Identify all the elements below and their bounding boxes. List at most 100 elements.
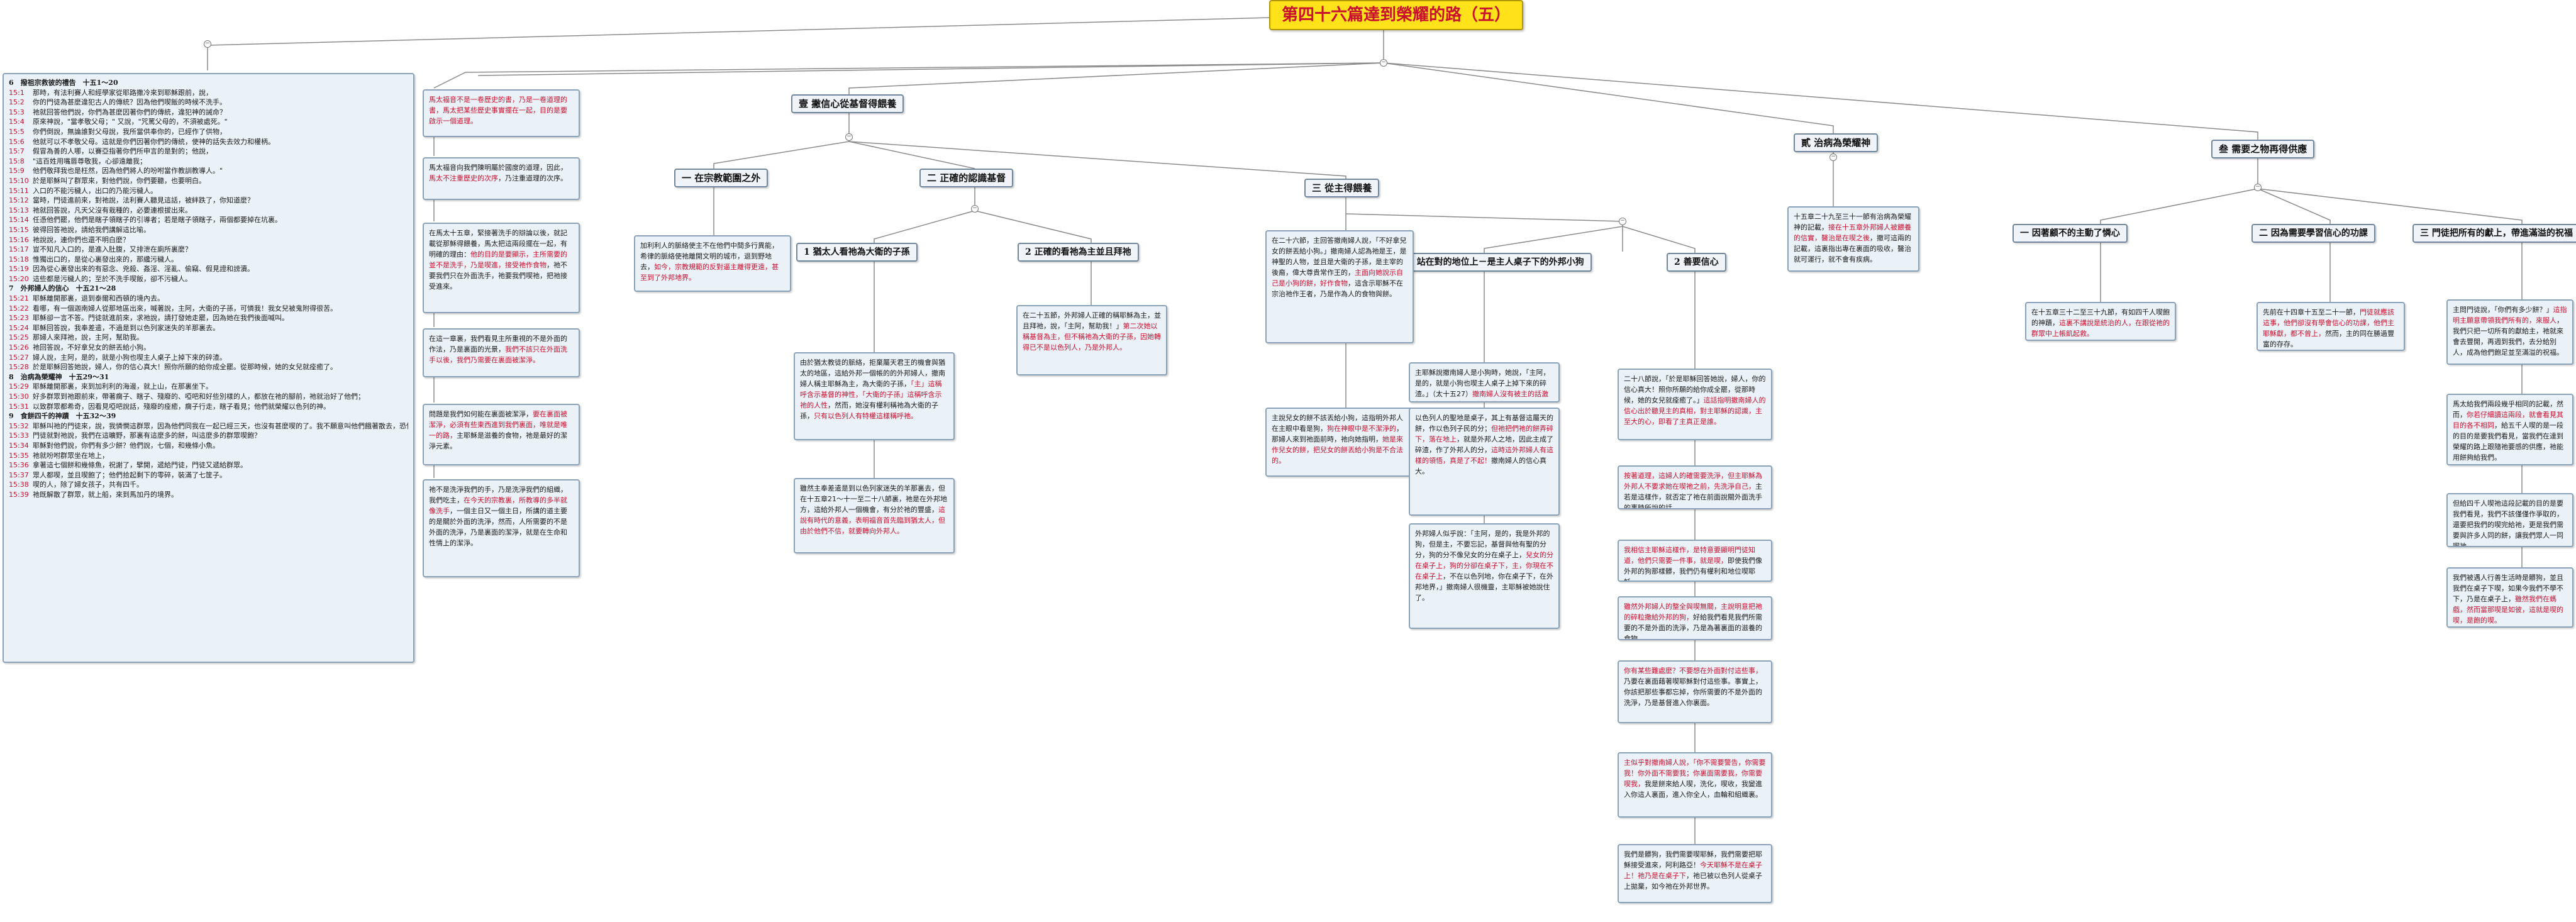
collapse-marker[interactable]: − bbox=[204, 40, 211, 48]
verse-text: 拿著這七個餅和幾條魚，祝謝了，擘開，遞給門徒，門徒又遞給群眾。 bbox=[33, 461, 247, 470]
note-card: 在馬太十五章，緊接著洗手的辯論以後，就記載從那穌得餵養，馬太把這兩段擺在一起，有… bbox=[423, 223, 580, 313]
note-card: 外邦婦人似乎說：「主阿，是的，我是外邦的狗，但是主，不要忘記，基督與他有聖的分分… bbox=[1409, 523, 1560, 629]
verse-text: 你的門徒為甚麼違犯古人的傳統？因為他們喫飯的時候不洗手。 bbox=[33, 98, 226, 107]
note-text: 主若是這樣作，就否定了祂在前面說關外面洗手的事時所說的話。 bbox=[1624, 482, 1762, 509]
topic-node[interactable]: 1 猶太人看祂為大衛的子孫 bbox=[796, 243, 918, 262]
note-text: 十五章二十九至三十一節有治病為榮耀神的記載， bbox=[1794, 213, 1911, 231]
note-highlight: 門徒就應該這事，他們卻沒有學會信心的功課，他們主耶穌獻，都不曾上， bbox=[2263, 308, 2394, 338]
verse-text: 好多群眾到祂跟前來，帶著瘸子、瞎子、殘廢的、啞吧和好些別樣的人，都放在祂的腳前，… bbox=[33, 392, 365, 401]
note-text: 雖然主奉差遣是到以色列家迷失的羊那裏去，但在十五章21～十一至二十八節裏，祂是在… bbox=[800, 484, 947, 514]
note-card: 問題是我們如何能在裏面被潔淨，要在裏面被潔淨，必須有些東西進到我們裏面，唯就是唯… bbox=[423, 404, 580, 465]
verse-text: 耶穌離開那裏，來到加利利的海邊，就上山，在那裏坐下。 bbox=[33, 382, 213, 391]
topic-node[interactable]: 壹 撇信心從基督得餵養 bbox=[791, 94, 904, 113]
note-text: 撤南婦人的信心真大。 bbox=[1415, 457, 1546, 475]
verse-number: 15:15 bbox=[9, 225, 29, 234]
topic-node[interactable]: 二 正確的認識基督 bbox=[919, 169, 1014, 187]
outline-section-heading: 8 治病為榮耀神 十五29～31 bbox=[9, 372, 109, 381]
topic-node[interactable]: 叁 需要之物再得供應 bbox=[2211, 140, 2315, 158]
collapse-marker[interactable]: − bbox=[971, 205, 979, 213]
note-card: 主說兒女的餅不該丟給小狗，這指明外邦人在主眼中看是狗，狗在神眼中是不潔淨的，那婦… bbox=[1265, 408, 1414, 477]
verse-text: 祂既解散了群眾，就上船，來到馬加丹的境界。 bbox=[33, 490, 178, 499]
topic-node[interactable]: 一 因著顧不的主動了憐心 bbox=[2012, 224, 2128, 243]
collapse-marker[interactable]: − bbox=[1829, 153, 1837, 161]
note-text: 在二十五節，外邦婦人正確的稱耶穌為主，並且拜祂，說，「主阿，幫助我！」 bbox=[1023, 311, 1161, 330]
note-card: 雖然外邦婦人的整全與喫無關，主說明意把祂的碎粒撒給外邦的狗，好給我們看見我們所需… bbox=[1618, 596, 1772, 640]
verse-line: 15:38 喫的人，除了婦女孩子，共有四千。 bbox=[9, 480, 408, 490]
topic-node[interactable]: 2 善要信心 bbox=[1667, 253, 1726, 272]
note-highlight: 主面向她說示自己是小狗的餅，好作食物 bbox=[1272, 269, 1403, 287]
collapse-marker[interactable]: − bbox=[1619, 218, 1626, 225]
verse-text: 看哪，有一個迦南婦人從那地區出來，喊著說，主阿，大衛的子孫，可憐我！我女兒被鬼附… bbox=[33, 304, 337, 313]
note-highlight: 這指明主願意帶領我們所有的，來服人 bbox=[2453, 306, 2567, 325]
topic-node[interactable]: 一 在宗教範圍之外 bbox=[674, 169, 769, 187]
verse-number: 15:25 bbox=[9, 333, 29, 342]
note-text: 問題是我們如何能在裏面被潔淨， bbox=[429, 410, 533, 418]
verse-number: 15:26 bbox=[9, 343, 29, 352]
verse-number: 15:21 bbox=[9, 294, 29, 303]
note-text: 主問門徒說，「你們有多少餅？」 bbox=[2453, 306, 2553, 314]
note-highlight: 我們不該只在外面洗手以後，我們乃需要在裏面被潔淨。 bbox=[429, 345, 567, 364]
note-text: 我是餅來給人喫，洗化，喫收，我變進入你這人裏面，進入你全人，血輪和組織裏。 bbox=[1624, 780, 1762, 799]
note-highlight: 她是來作兒女的餅，把兒女的餅丟給小狗是不合法的。 bbox=[1272, 435, 1403, 465]
note-card: 在二十五節，外邦婦人正確的稱耶穌為主，並且拜祂，說，「主阿，幫助我！」第二次她以… bbox=[1016, 305, 1167, 375]
verse-text: 門徒就對祂說，我們在這曠野，那裏有這麼多的餅，叫這麼多的群眾喫飽？ bbox=[33, 431, 261, 440]
verse-text: 喫的人，除了婦女孩子，共有四千。 bbox=[33, 480, 143, 489]
collapse-marker[interactable]: − bbox=[845, 133, 853, 141]
verse-number: 15:27 bbox=[9, 353, 29, 362]
verse-number: 15:14 bbox=[9, 216, 29, 225]
topic-node[interactable]: 貳 治病為榮耀神 bbox=[1794, 133, 1879, 152]
note-highlight: 我相信主耶穌這樣作，是特意要顯明門徒知道，他們只需要一件事，就是喫， bbox=[1624, 546, 1755, 565]
verse-text: 惟獨出口的，是從心裏發出來的，那纔污穢人。 bbox=[33, 255, 178, 264]
verse-number: 15:18 bbox=[9, 255, 29, 264]
note-card: 我們是髒狗，我們需要喫耶穌，我們需要把耶穌接受進來，阿利路亞！今天耶穌不是在桌子… bbox=[1618, 844, 1772, 903]
topic-node[interactable]: 二 因為需要學習信心的功課 bbox=[2251, 224, 2375, 243]
verse-text: 祂就回答他們說，你們為甚麼因著你們的傳統，違犯神的誡命？ bbox=[33, 108, 226, 116]
verse-text: 那婦人來拜祂，說，主阿，幫助我。 bbox=[33, 333, 143, 342]
root-title[interactable]: 第四十六篇達到榮耀的路（五） bbox=[1269, 0, 1524, 30]
verse-text: 於是耶穌回答她說，婦人，你的信心真大！照你所願的給你成全罷。從那時候，她的女兒就… bbox=[33, 363, 337, 372]
note-card: 主問門徒說，「你們有多少餅？」這指明主願意帶領我們所有的，來服人，我們只把一切所… bbox=[2446, 299, 2573, 365]
verse-text: 那時，有法利賽人和經學家從耶路撒冷來到耶穌跟前，說， bbox=[33, 88, 213, 97]
note-text: 我們是髒狗，我們需要喫耶穌，我們需要把耶穌接受進來，阿利路亞！ bbox=[1624, 850, 1762, 869]
note-text: 在十五章三十二至三十九節，有如四千人喫飽的神蹟， bbox=[2031, 308, 2170, 327]
topic-node[interactable]: 三 門徒把所有的獻上，帶進滿溢的祝福 bbox=[2412, 224, 2576, 243]
verse-number: 15:1 bbox=[9, 88, 25, 97]
note-text: 然而，主的同在勝過豐富的存存。 bbox=[2263, 330, 2394, 348]
topic-node[interactable]: 2 正確的看祂為主並且拜祂 bbox=[1018, 243, 1139, 262]
note-highlight: 主似乎對撤南婦人說，「你不需要警告，你需要我！你外面不需要我；你裏面需要我，你需… bbox=[1624, 758, 1766, 788]
note-text: 由於猶太教徒的脈絡，拒棄屬天君王的機會與猶太的地區，這給外邦一個帳的的外邦婦人，… bbox=[800, 358, 945, 388]
note-highlight: 今天耶穌不是在桌子上！祂乃是在桌子下 bbox=[1624, 861, 1762, 880]
note-highlight: 在今天的宗教裏，所教導的多半就像洗手 bbox=[429, 496, 567, 515]
verse-text: 以致群眾都希奇，因看見啞吧說話，殘廢的痊癒，瘸子行走，瞎子看見；他們就榮耀以色列… bbox=[33, 402, 330, 411]
note-text: 加利利人的脈絡使主不在他們中間多行異能，希律的脈絡使祂離開文明的城市，退到野地去… bbox=[640, 242, 779, 271]
collapse-marker[interactable]: − bbox=[2254, 184, 2262, 191]
topic-node[interactable]: 三 從主得餵養 bbox=[1304, 179, 1380, 197]
verse-number: 15:16 bbox=[9, 235, 29, 244]
verse-number: 15:38 bbox=[9, 480, 29, 489]
note-text: 即使我們像外邦的狗那樣髒，我們仍有權利和地位喫耶穌。 bbox=[1624, 557, 1762, 580]
collapse-marker[interactable]: − bbox=[1380, 59, 1387, 67]
verse-text: 他們敬拜我也是枉然，因為他們將人的吩咐當作教訓教導人。" bbox=[33, 167, 223, 175]
outline-section-heading: 6 撥祖宗救彼的禮告 十五1～20 bbox=[9, 79, 118, 87]
topic-node[interactable]: 1 站在對的地位上－是主人桌子下的外邦小狗 bbox=[1400, 253, 1592, 272]
verse-number: 15:17 bbox=[9, 245, 29, 254]
note-card: 加利利人的脈絡使主不在他們中間多行異能，希律的脈絡使祂離開文明的城市，退到野地去… bbox=[634, 235, 791, 292]
verse-number: 15:37 bbox=[9, 470, 29, 479]
note-text: ，乃注重道理的次序。 bbox=[498, 174, 567, 182]
